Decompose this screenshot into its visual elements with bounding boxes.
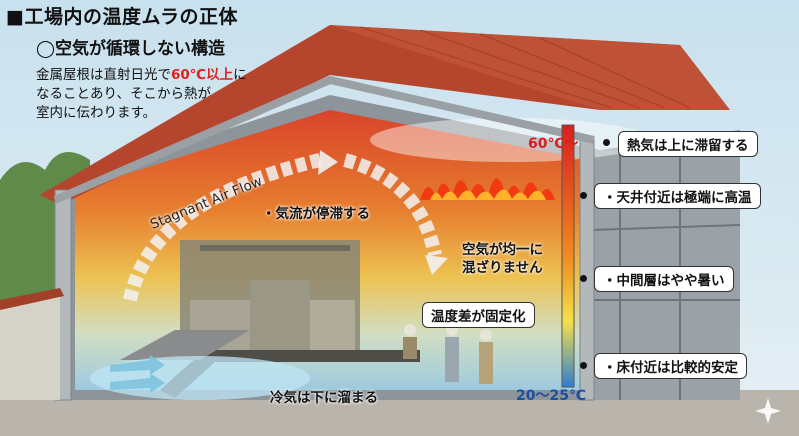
annex-building — [0, 295, 60, 400]
description-line2: なることあり、そこから熱が — [36, 86, 211, 102]
airflow-arrowhead — [318, 150, 338, 175]
description-line1-post: に — [233, 67, 247, 83]
description-highlight: 60℃以上 — [171, 67, 234, 83]
callout-dot — [580, 362, 587, 369]
airflow-arrowhead-2 — [425, 255, 448, 275]
callout-heat-stagnate: 熱気は上に滞留する — [618, 131, 758, 157]
not-mixing-line1: 空気が均一に — [462, 242, 543, 258]
workers — [403, 324, 493, 384]
callout-floor-stable: ・床付近は比較的安定 — [594, 353, 747, 379]
scale-bottom-label: 20〜25℃ — [516, 388, 586, 404]
callout-middle-warm: ・中間層はやや暑い — [594, 266, 734, 292]
scale-top-label: 60℃〜 — [528, 136, 579, 152]
callout-dot — [603, 139, 610, 146]
roof-beam — [53, 75, 595, 204]
callout-ceiling-hot: ・天井付近は極端に高温 — [594, 183, 761, 209]
callout-dot — [580, 275, 587, 282]
description: 金属屋根は直射日光で60℃以上に なることあり、そこから熱が 室内に伝わります。 — [36, 66, 286, 123]
machinery — [180, 240, 360, 350]
page-title: ■工場内の温度ムラの正体 — [6, 6, 239, 28]
temperature-bar — [561, 124, 575, 388]
not-mixing-line2: 混ざりません — [462, 260, 543, 276]
temp-fixed-label: 温度差が固定化 — [422, 302, 535, 328]
cold-air-arrows — [110, 355, 165, 393]
cold-air-annotation: 冷気は下に溜まる — [270, 390, 378, 406]
flame-cores — [430, 189, 546, 200]
subtitle: ◯空気が循環しない構造 — [36, 39, 226, 59]
description-line3: 室内に伝わります。 — [36, 105, 157, 121]
callout-dot — [580, 192, 587, 199]
stagnation-annotation: ・気流が停滞する — [262, 206, 370, 222]
sparkle-icon — [755, 398, 781, 424]
description-line1-pre: 金属屋根は直射日光で — [36, 67, 171, 83]
airflow-loop — [123, 153, 442, 302]
